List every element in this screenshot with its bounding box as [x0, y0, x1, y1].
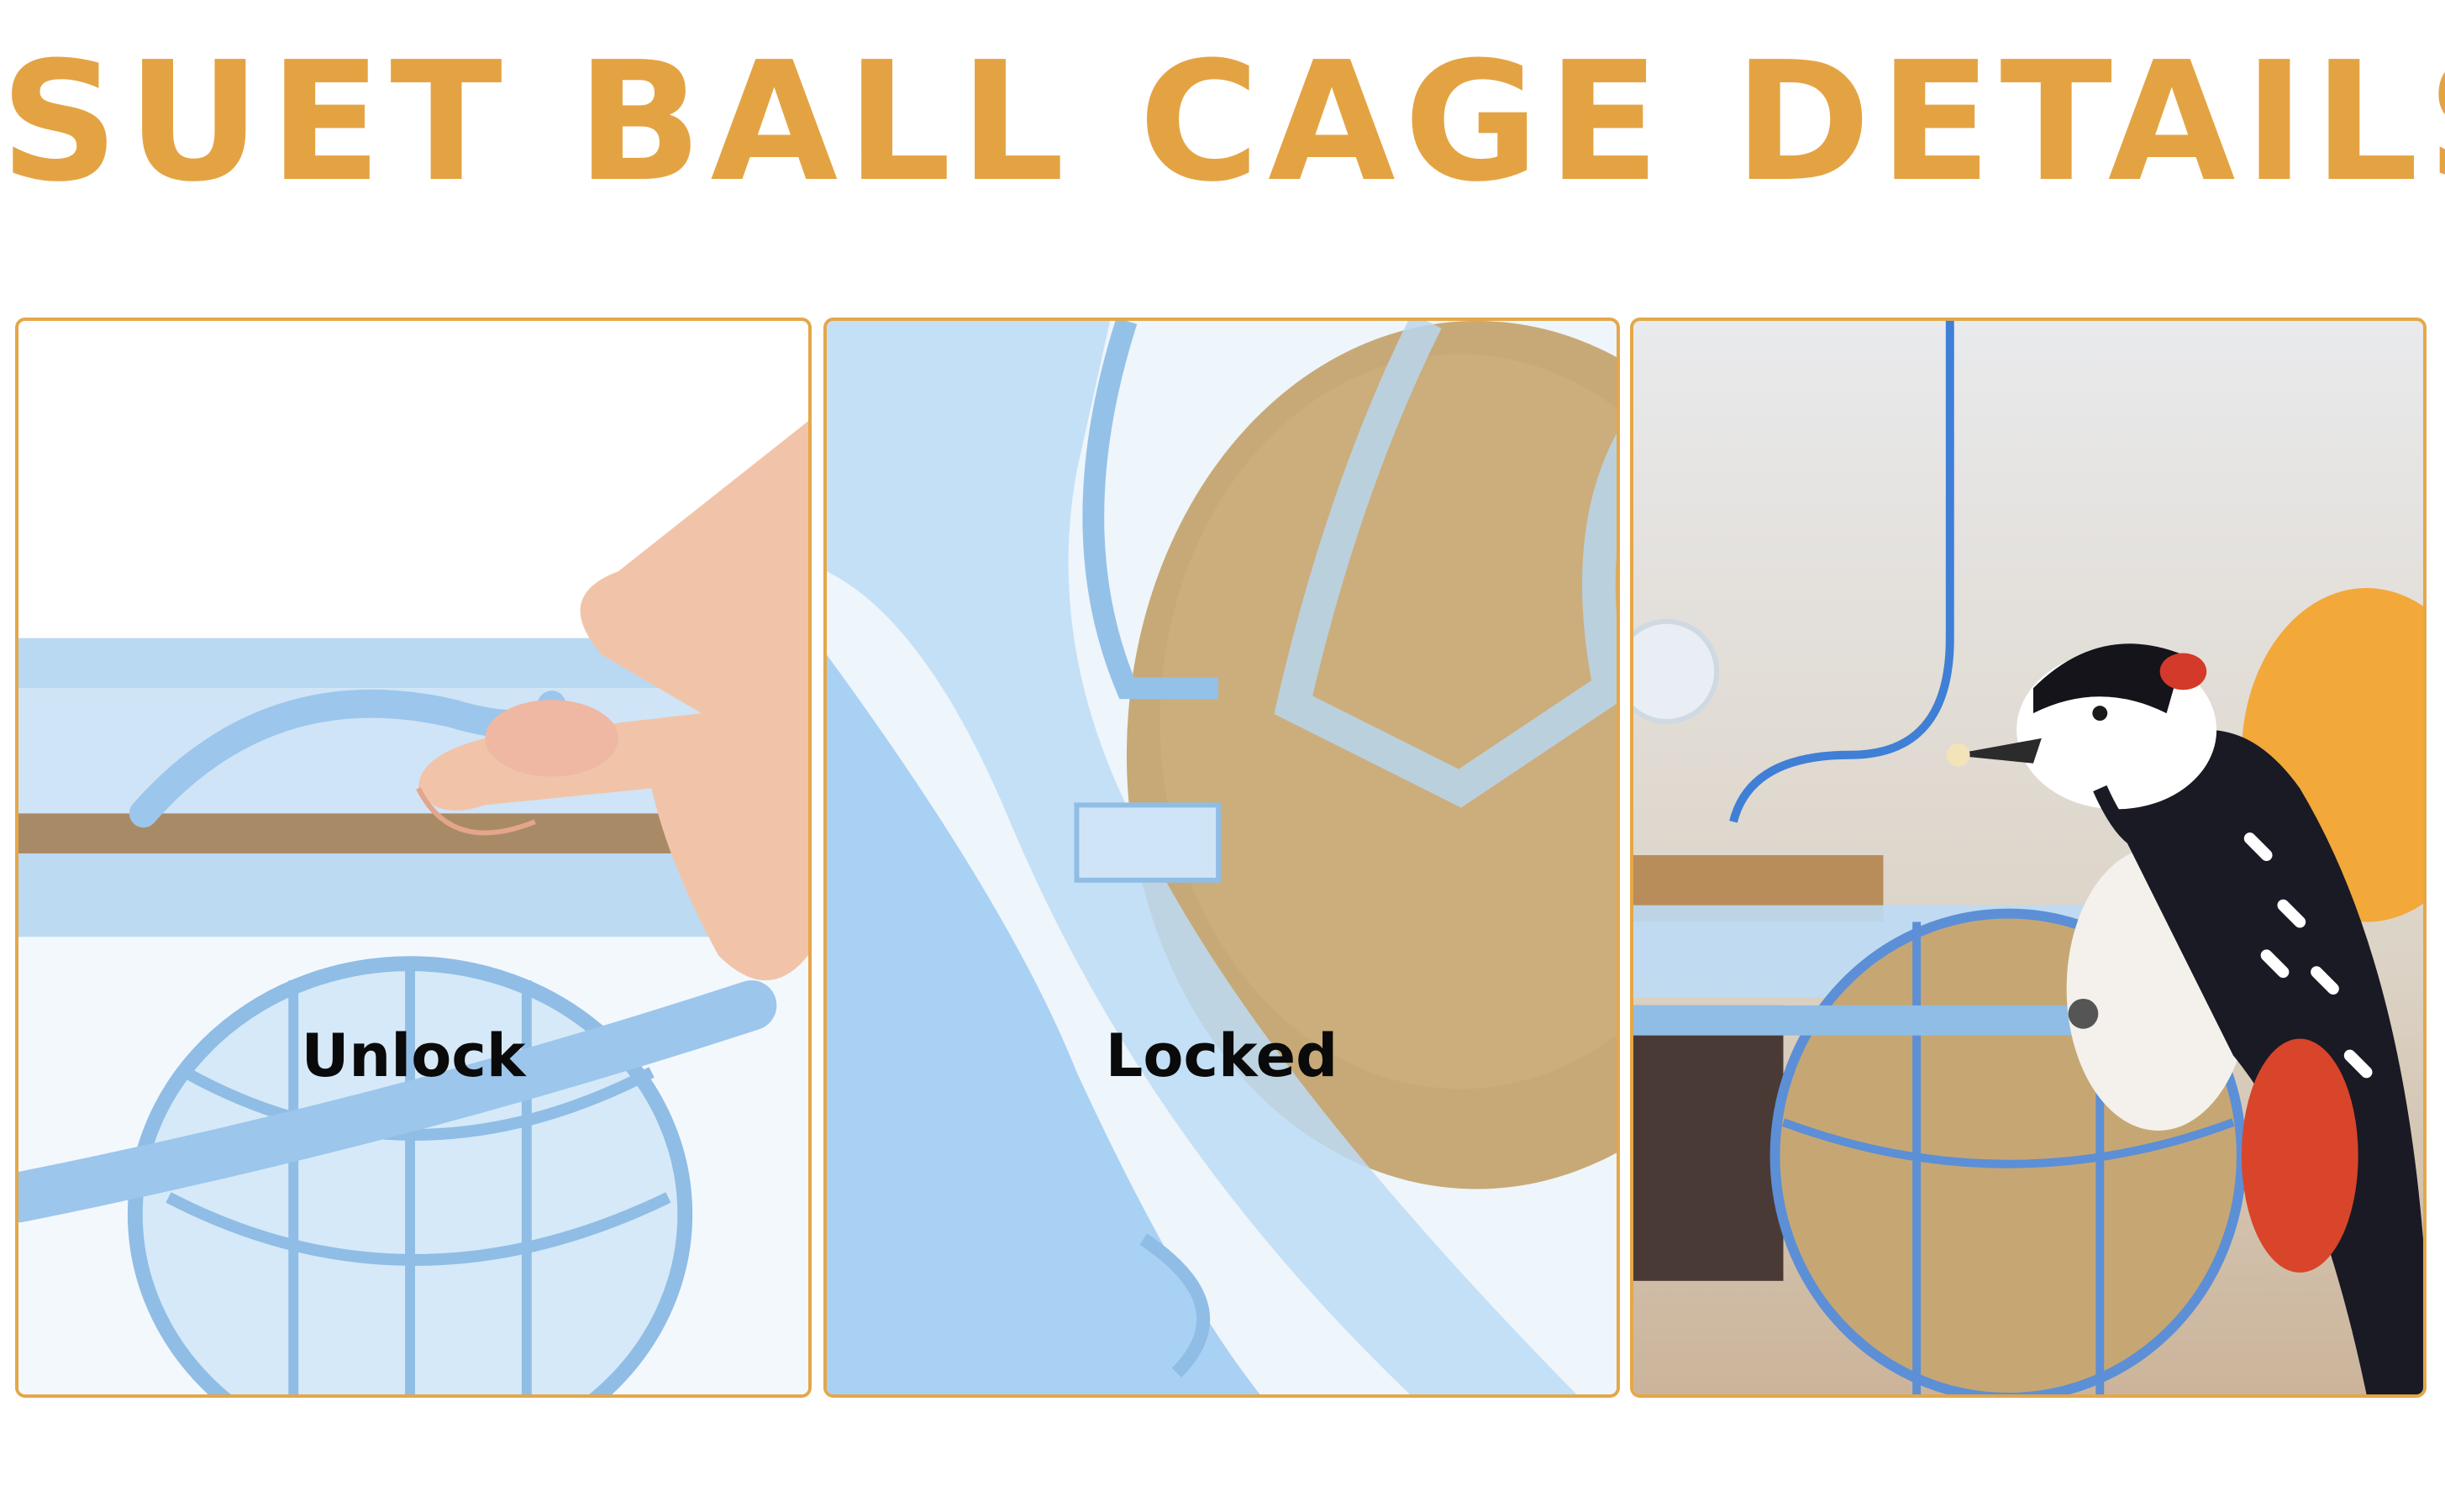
panel-woodpecker	[1630, 318, 2427, 1398]
woodpecker-feeder-photo	[1633, 321, 2423, 1394]
unlock-cage-illustration	[18, 321, 808, 1394]
unlock-caption: Unlock	[301, 1021, 526, 1090]
page-title: SUET BALL CAGE DETAILS	[0, 27, 2445, 218]
panel-locked: Locked	[823, 318, 1620, 1398]
locked-cage-illustration	[827, 321, 1617, 1394]
locked-caption: Locked	[1105, 1021, 1338, 1090]
panel-unlock: Unlock	[15, 318, 812, 1398]
